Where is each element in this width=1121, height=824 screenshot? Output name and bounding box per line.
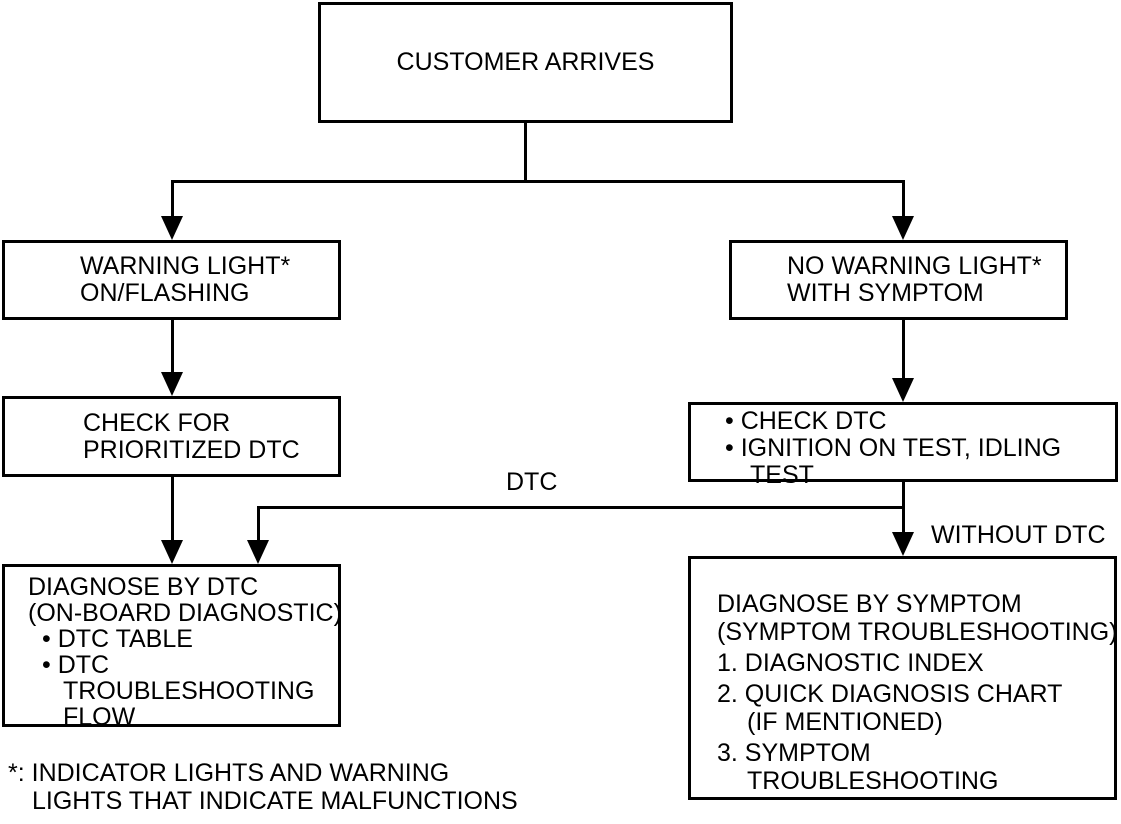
arrow-down-icon (161, 216, 183, 240)
connector-customer-stem (524, 123, 527, 182)
connector-dtc-branch-drop (257, 506, 260, 540)
connector-nowarn-to-checkdtc (902, 320, 905, 378)
connector-top-split (171, 180, 905, 183)
node-label: CUSTOMER ARRIVES (396, 48, 655, 76)
edge-label-without-dtc: WITHOUT DTC (931, 521, 1106, 549)
node-customer-arrives: CUSTOMER ARRIVES (318, 2, 733, 123)
footnote-line: *: INDICATOR LIGHTS AND WARNING (8, 759, 450, 787)
connector-checkprior-to-diagdtc (171, 477, 174, 540)
connector-warning-to-checkprior (171, 320, 174, 372)
edge-label-dtc: DTC (506, 468, 558, 496)
footnote: *: INDICATOR LIGHTS AND WARNING LIGHTS T… (8, 759, 518, 815)
node-line: 3. SYMPTOM (717, 739, 871, 767)
node-check-for-prioritized-dtc: CHECK FOR PRIORITIZED DTC (2, 396, 341, 477)
node-line: TROUBLESHOOTING (63, 677, 315, 705)
node-no-warning-light-with-symptom: NO WARNING LIGHT* WITH SYMPTOM (729, 240, 1068, 320)
arrow-down-icon (161, 372, 183, 396)
node-diagnose-by-dtc: DIAGNOSE BY DTC (ON-BOARD DIAGNOSTIC) • … (2, 564, 342, 731)
node-line: (ON-BOARD DIAGNOSTIC) (28, 599, 342, 627)
node-line: TROUBLESHOOTING (747, 767, 999, 795)
node-diagnose-by-symptom: DIAGNOSE BY SYMPTOM (SYMPTOM TROUBLESHOO… (688, 556, 1118, 800)
arrow-down-icon (161, 540, 183, 564)
node-line: • CHECK DTC (725, 407, 887, 435)
connector-dtc-branch-horizontal (257, 506, 905, 509)
node-line: • DTC (42, 651, 110, 679)
node-line: PRIORITIZED DTC (83, 435, 300, 464)
node-line: WARNING LIGHT* (80, 252, 291, 280)
connector-drop-right (902, 182, 905, 216)
node-line: 1. DIAGNOSTIC INDEX (717, 649, 984, 677)
node-line: FLOW (63, 703, 136, 731)
node-line: (SYMPTOM TROUBLESHOOTING) (717, 618, 1118, 646)
node-line: ON/FLASHING (80, 279, 250, 307)
arrow-down-icon (247, 540, 269, 564)
arrow-down-icon (892, 216, 914, 240)
arrow-down-icon (892, 378, 914, 402)
node-line: NO WARNING LIGHT* (787, 252, 1042, 280)
node-line: DIAGNOSE BY DTC (28, 573, 259, 601)
node-line: CHECK FOR (83, 408, 231, 437)
node-line: • DTC TABLE (42, 625, 193, 653)
node-warning-light-on-flashing: WARNING LIGHT* ON/FLASHING (2, 240, 341, 320)
connector-drop-left (171, 182, 174, 216)
node-line: TEST (750, 461, 814, 489)
node-line: DIAGNOSE BY SYMPTOM (717, 590, 1022, 618)
node-line: (IF MENTIONED) (747, 708, 943, 736)
node-line: 2. QUICK DIAGNOSIS CHART (717, 680, 1063, 708)
node-check-dtc-tests: • CHECK DTC • IGNITION ON TEST, IDLING T… (688, 402, 1118, 489)
arrow-down-icon (892, 532, 914, 556)
node-line: • IGNITION ON TEST, IDLING (725, 434, 1062, 462)
footnote-line: LIGHTS THAT INDICATE MALFUNCTIONS (32, 787, 518, 815)
node-line: WITH SYMPTOM (787, 279, 984, 307)
